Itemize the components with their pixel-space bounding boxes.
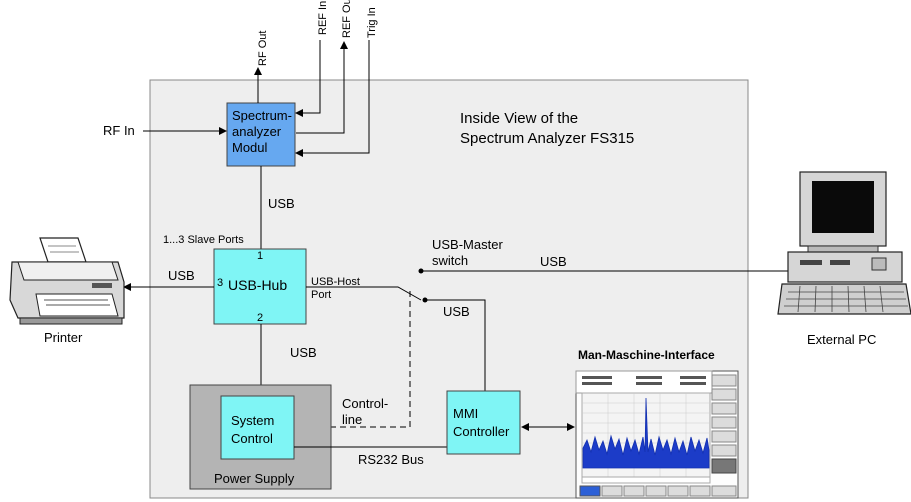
hub-port-1: 1 — [257, 250, 263, 262]
printer-label: Printer — [44, 330, 83, 345]
mmi-usb-label: USB — [443, 304, 470, 319]
external-pc-icon — [778, 172, 911, 314]
usb-hub-label: USB-Hub — [228, 277, 287, 293]
power-supply-label: Power Supply — [214, 471, 295, 486]
rs232-label: RS232 Bus — [358, 452, 424, 467]
hub-psu-usb-label: USB — [290, 345, 317, 360]
hub-port-3: 3 — [217, 277, 223, 289]
external-pc-label: External PC — [807, 332, 876, 347]
host-port-label-line1: USB-Host — [311, 276, 360, 288]
rf-out-label: RF Out — [257, 31, 269, 66]
printer-usb-label: USB — [168, 268, 195, 283]
slave-ports-label: 1...3 Slave Ports — [163, 234, 244, 246]
host-port-label-line2: Port — [311, 289, 331, 301]
ref-in-label: REF In — [317, 1, 329, 35]
usb-master-label-line2: switch — [432, 253, 468, 268]
module-label-line3: Modul — [232, 140, 268, 155]
printer-icon — [10, 238, 124, 324]
module-label-line2: analyzer — [232, 124, 282, 139]
pc-usb-label: USB — [540, 254, 567, 269]
rf-in-label: RF In — [103, 123, 135, 138]
ref-out-label: REF Out — [341, 0, 353, 38]
mmi-controller-line1: MMI — [453, 406, 478, 421]
diagram-title-line1: Inside View of the — [460, 110, 578, 127]
system-control-line1: System — [231, 413, 274, 428]
mmi-controller — [447, 391, 520, 454]
diagram-title-line2: Spectrum Analyzer FS315 — [460, 130, 634, 147]
control-line-label-line2: line — [342, 412, 362, 427]
mmi-controller-line2: Controller — [453, 424, 510, 439]
system-control-line2: Control — [231, 431, 273, 446]
hub-port-2: 2 — [257, 312, 263, 324]
module-label-line1: Spectrum- — [232, 108, 292, 123]
mmi-title: Man-Maschine-Interface — [578, 348, 715, 362]
spectrum-screen — [576, 371, 738, 498]
control-line-label-line1: Control- — [342, 396, 388, 411]
module-usb-label: USB — [268, 196, 295, 211]
usb-master-label-line1: USB-Master — [432, 237, 503, 252]
trig-in-label: Trig In — [366, 7, 378, 38]
